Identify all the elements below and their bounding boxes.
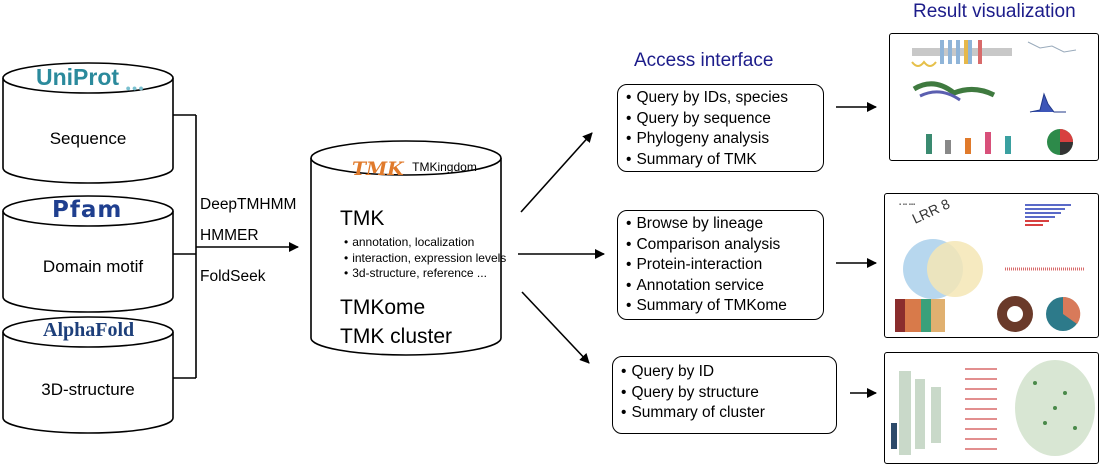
summary-of-tmk-item: Summary of TMK [626, 150, 817, 171]
tmk-attribute-item: interaction, expression levels [344, 251, 506, 267]
pfam-logo: Pfam [52, 197, 123, 223]
tmkome-panel: Browse by lineage Comparison analysis Pr… [617, 210, 824, 320]
summary-of-cluster-item: Summary of cluster [621, 403, 830, 424]
tmk-query-panel: Query by IDs, species Query by sequence … [617, 84, 824, 172]
cluster-panel: Query by ID Query by structure Summary o… [612, 356, 837, 434]
tmkome-result-image: ▪ ▪▪ ▪▪▪ LRR 8 [895, 195, 1085, 332]
tool-hmmer: HMMER [200, 227, 259, 244]
browse-by-lineage-item: Browse by lineage [626, 214, 817, 235]
tmk-logo-mark: TMK [352, 158, 404, 180]
uniprot-cylinder [2, 62, 174, 184]
cluster-result-image [891, 360, 1095, 456]
domain-motif-label: Domain motif [42, 257, 144, 276]
svg-text:▪ ▪▪ ▪▪▪: ▪ ▪▪ ▪▪▪ [899, 202, 915, 208]
tmk-attribute-list: annotation, localization interaction, ex… [344, 235, 506, 282]
tmk-result-thumbnail [889, 33, 1099, 161]
uniprot-dots-icon: ●●● [125, 83, 145, 93]
tmk-attribute-item: annotation, localization [344, 235, 506, 251]
phylogeny-analysis-item: Phylogeny analysis [626, 129, 817, 150]
output-arrows [518, 102, 877, 398]
alphafold-cylinder [2, 316, 174, 434]
tmk-logo: TMK TMKingdom [352, 158, 477, 180]
tmk-attribute-item: 3d-structure, reference ... [344, 266, 506, 282]
query-by-ids-species-item: Query by IDs, species [626, 88, 817, 109]
uniprot-logo: UniProt ●●● [36, 64, 146, 93]
tmk-cluster-title: TMK cluster [340, 325, 453, 348]
cluster-result-thumbnail [884, 352, 1099, 464]
annotation-service-item: Annotation service [626, 276, 817, 297]
query-by-structure-item: Query by structure [621, 383, 830, 404]
summary-of-tmkome-item: Summary of TMKome [626, 296, 817, 317]
result-visualization-heading: Result visualization [913, 1, 1076, 22]
query-by-sequence-item: Query by sequence [626, 109, 817, 130]
comparison-analysis-item: Comparison analysis [626, 235, 817, 256]
tool-deeptmhmm: DeepTMHMM [200, 196, 297, 213]
uniprot-logo-text: UniProt [36, 64, 120, 90]
query-by-id-item: Query by ID [621, 362, 830, 383]
tmkingdom-logo-text: TMKingdom [412, 160, 477, 174]
alphafold-logo: AlphaFold [43, 319, 135, 341]
protein-interaction-item: Protein-interaction [626, 255, 817, 276]
pfam-cylinder [2, 195, 174, 313]
merge-bracket [173, 114, 299, 379]
sequence-label: Sequence [49, 129, 127, 148]
tmkome-result-thumbnail: ▪ ▪▪ ▪▪▪ LRR 8 [884, 193, 1099, 338]
tmk-result-image [911, 40, 1077, 155]
tmkome-title: TMKome [340, 296, 426, 319]
tool-foldseek: FoldSeek [200, 268, 266, 285]
access-interface-heading: Access interface [634, 50, 774, 71]
svg-text:LRR 8: LRR 8 [910, 195, 953, 226]
3d-structure-label: 3D-structure [41, 380, 135, 399]
tmk-title: TMK [340, 207, 385, 230]
